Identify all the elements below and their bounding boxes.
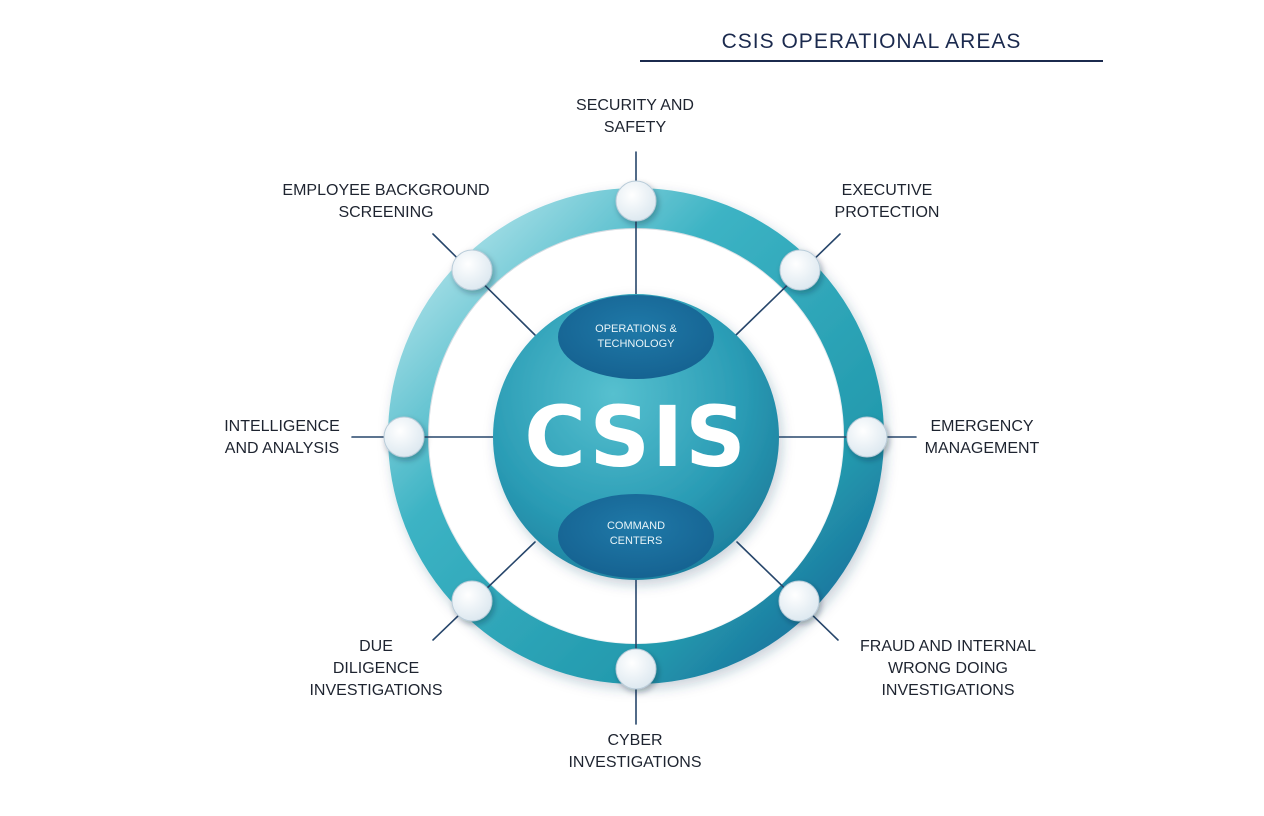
node-right bbox=[846, 416, 888, 458]
area-label-line: INVESTIGATIONS bbox=[309, 682, 443, 699]
area-label-fraud-and-internal-wrong-doing-investigations: FRAUD AND INTERNAL WRONG DOING INVESTIGA… bbox=[838, 636, 1058, 702]
top-pill-line-1: OPERATIONS & bbox=[595, 323, 677, 335]
area-label-line: INVESTIGATIONS bbox=[568, 754, 702, 771]
area-label-line: SAFETY bbox=[603, 119, 667, 136]
area-label-executive-protection: EXECUTIVE PROTECTION bbox=[807, 180, 967, 224]
top-pill-label: OPERATIONS & TECHNOLOGY bbox=[556, 322, 716, 352]
area-label-line: EXECUTIVE bbox=[841, 182, 933, 199]
node-bottom-right bbox=[778, 580, 820, 622]
area-label-line: INTELLIGENCE bbox=[224, 418, 340, 435]
bottom-pill-line-1: COMMAND bbox=[606, 520, 666, 532]
node-top-right bbox=[779, 249, 821, 291]
area-label-intelligence-and-analysis: INTELLIGENCE AND ANALYSIS bbox=[202, 416, 362, 460]
area-label-cyber-investigations: CYBER INVESTIGATIONS bbox=[555, 730, 715, 774]
title-underline bbox=[640, 60, 1103, 62]
area-label-line: CYBER bbox=[607, 732, 663, 749]
area-label-line: AND ANALYSIS bbox=[224, 440, 340, 457]
area-label-line: EMERGENCY bbox=[930, 418, 1034, 435]
area-label-due-diligence-investigations: DUE DILIGENCE INVESTIGATIONS bbox=[296, 636, 456, 702]
top-pill-line-2: TECHNOLOGY bbox=[597, 338, 675, 350]
node-left bbox=[383, 416, 425, 458]
top-pill bbox=[558, 295, 714, 379]
area-label-employee-background-screening: EMPLOYEE BACKGROUND SCREENING bbox=[266, 180, 506, 224]
node-top-left bbox=[451, 249, 493, 291]
area-label-line: SCREENING bbox=[338, 204, 434, 221]
area-label-line: FRAUD AND INTERNAL bbox=[859, 638, 1037, 655]
area-label-line: PROTECTION bbox=[834, 204, 940, 221]
page-title: CSIS OPERATIONAL AREAS bbox=[721, 30, 1022, 53]
area-label-emergency-management: EMERGENCY MANAGEMENT bbox=[902, 416, 1062, 460]
area-label-line: MANAGEMENT bbox=[924, 440, 1040, 457]
area-label-line: INVESTIGATIONS bbox=[881, 682, 1015, 699]
core-sphere bbox=[493, 294, 779, 580]
area-label-security-and-safety: SECURITY AND SAFETY bbox=[555, 95, 715, 139]
area-label-line: DILIGENCE bbox=[332, 660, 420, 677]
bottom-pill-line-2: CENTERS bbox=[609, 535, 663, 547]
ring-nodes bbox=[383, 180, 888, 690]
node-top bbox=[615, 180, 657, 222]
bottom-pill-label: COMMAND CENTERS bbox=[556, 519, 716, 549]
node-bottom-left bbox=[451, 580, 493, 622]
area-label-line: DUE bbox=[359, 638, 393, 655]
bottom-pill bbox=[558, 494, 714, 578]
area-label-line: WRONG DOING bbox=[888, 660, 1008, 677]
area-label-line: SECURITY AND bbox=[576, 97, 694, 114]
area-label-line: EMPLOYEE BACKGROUND bbox=[282, 182, 490, 199]
node-bottom bbox=[615, 648, 657, 690]
core-title: CSIS bbox=[524, 388, 748, 486]
